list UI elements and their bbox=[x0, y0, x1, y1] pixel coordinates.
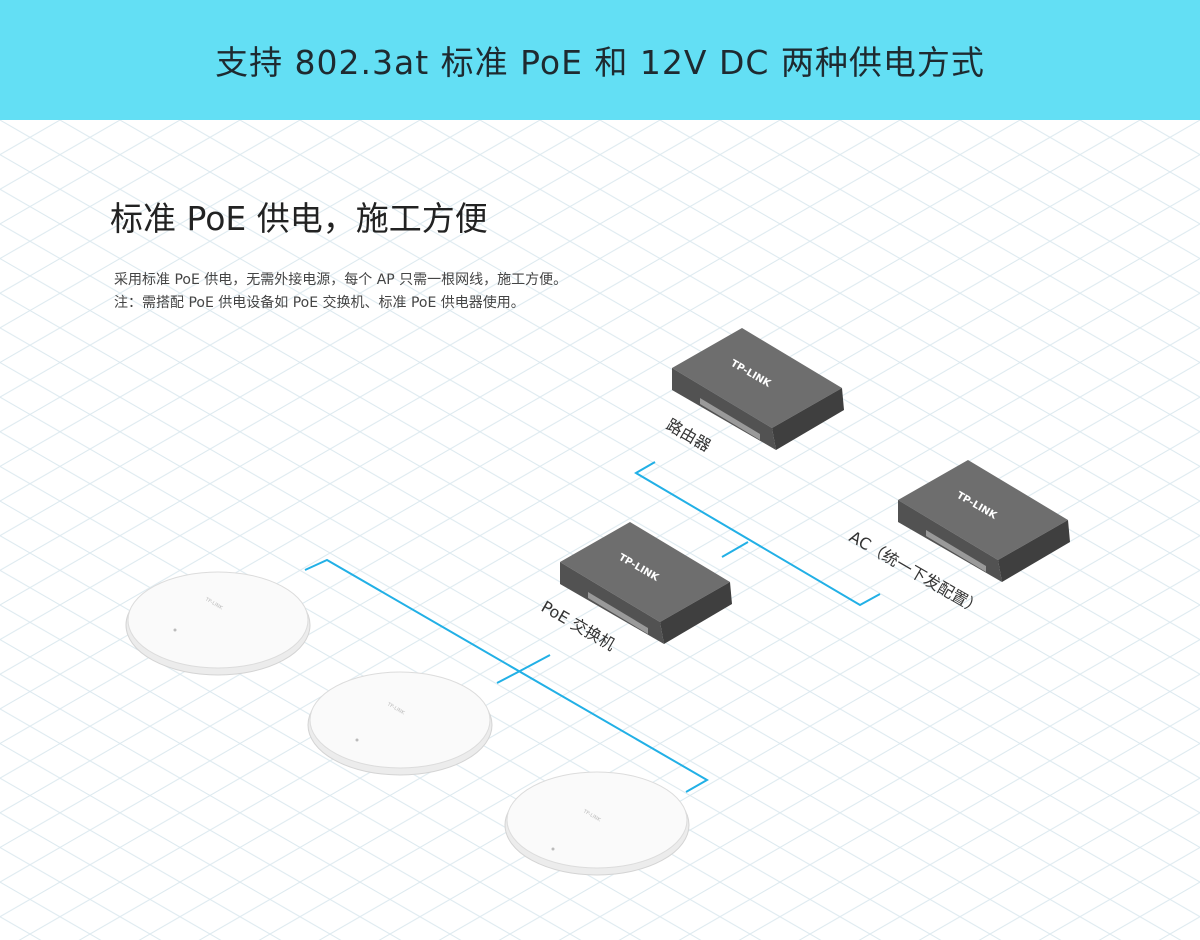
description-line-2: 注：需搭配 PoE 供电设备如 PoE 交换机、标准 PoE 供电器使用。 bbox=[114, 295, 525, 311]
access-point-2: TP-LINK bbox=[307, 671, 493, 776]
network-diagram: TP-LINK 路由器 TP-LINK AC（统一下发配置） TP-LINK P… bbox=[125, 328, 1070, 876]
access-point-3: TP-LINK bbox=[504, 771, 690, 876]
ac-controller-device: TP-LINK bbox=[898, 460, 1070, 582]
ac-ports bbox=[926, 530, 986, 572]
description-line-1: 采用标准 PoE 供电，无需外接电源，每个 AP 只需一根网线，施工方便。 bbox=[114, 272, 568, 288]
uplink-cable bbox=[634, 461, 881, 607]
content-area: 标准 PoE 供电，施工方便 采用标准 PoE 供电，无需外接电源，每个 AP … bbox=[0, 120, 1200, 940]
poe-switch-device: TP-LINK bbox=[560, 522, 732, 644]
banner-title: 支持 802.3at 标准 PoE 和 12V DC 两种供电方式 bbox=[215, 43, 985, 82]
router-ports bbox=[700, 398, 760, 440]
section-heading: 标准 PoE 供电，施工方便 bbox=[110, 199, 488, 238]
ap-cable bbox=[304, 558, 710, 793]
switch-ports bbox=[588, 592, 648, 634]
title-banner: 支持 802.3at 标准 PoE 和 12V DC 两种供电方式 bbox=[0, 0, 1200, 120]
access-point-1: TP-LINK bbox=[125, 571, 311, 676]
section-description: 采用标准 PoE 供电，无需外接电源，每个 AP 只需一根网线，施工方便。 注：… bbox=[114, 269, 567, 315]
router-label: 路由器 bbox=[663, 415, 714, 455]
router-device: TP-LINK bbox=[672, 328, 844, 450]
